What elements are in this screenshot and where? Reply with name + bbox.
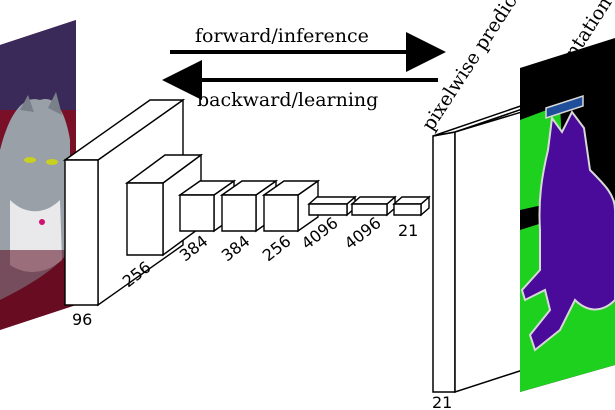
layer-front-face <box>393 203 422 216</box>
layer-front-face <box>179 194 215 232</box>
layer-block <box>307 195 357 217</box>
layer-block <box>261 179 321 233</box>
layer-top-face <box>307 196 357 205</box>
layer-depth-label: 21 <box>398 221 418 240</box>
layer-front-face <box>263 194 299 232</box>
output-depth-label: 21 <box>432 393 452 410</box>
layer-depth-label: 96 <box>72 310 92 329</box>
layer-front-face <box>351 203 388 216</box>
layer-front-face <box>221 194 257 232</box>
layer-block <box>350 195 397 217</box>
layer-block <box>392 195 431 217</box>
layer-front-face <box>308 203 348 216</box>
layer-top-face <box>350 196 397 205</box>
layer-front-face <box>126 182 164 256</box>
layer-depth-label: 4096 <box>341 213 385 253</box>
input-cat-image <box>0 20 76 330</box>
segmentation-image <box>520 38 615 392</box>
layer-depth-label: 256 <box>259 231 295 265</box>
layer-depth-label: 384 <box>218 231 254 265</box>
backward-arrow-label: backward/learning <box>197 89 378 111</box>
layer-front-face <box>64 159 99 306</box>
forward-arrow-label: forward/inference <box>195 25 369 47</box>
